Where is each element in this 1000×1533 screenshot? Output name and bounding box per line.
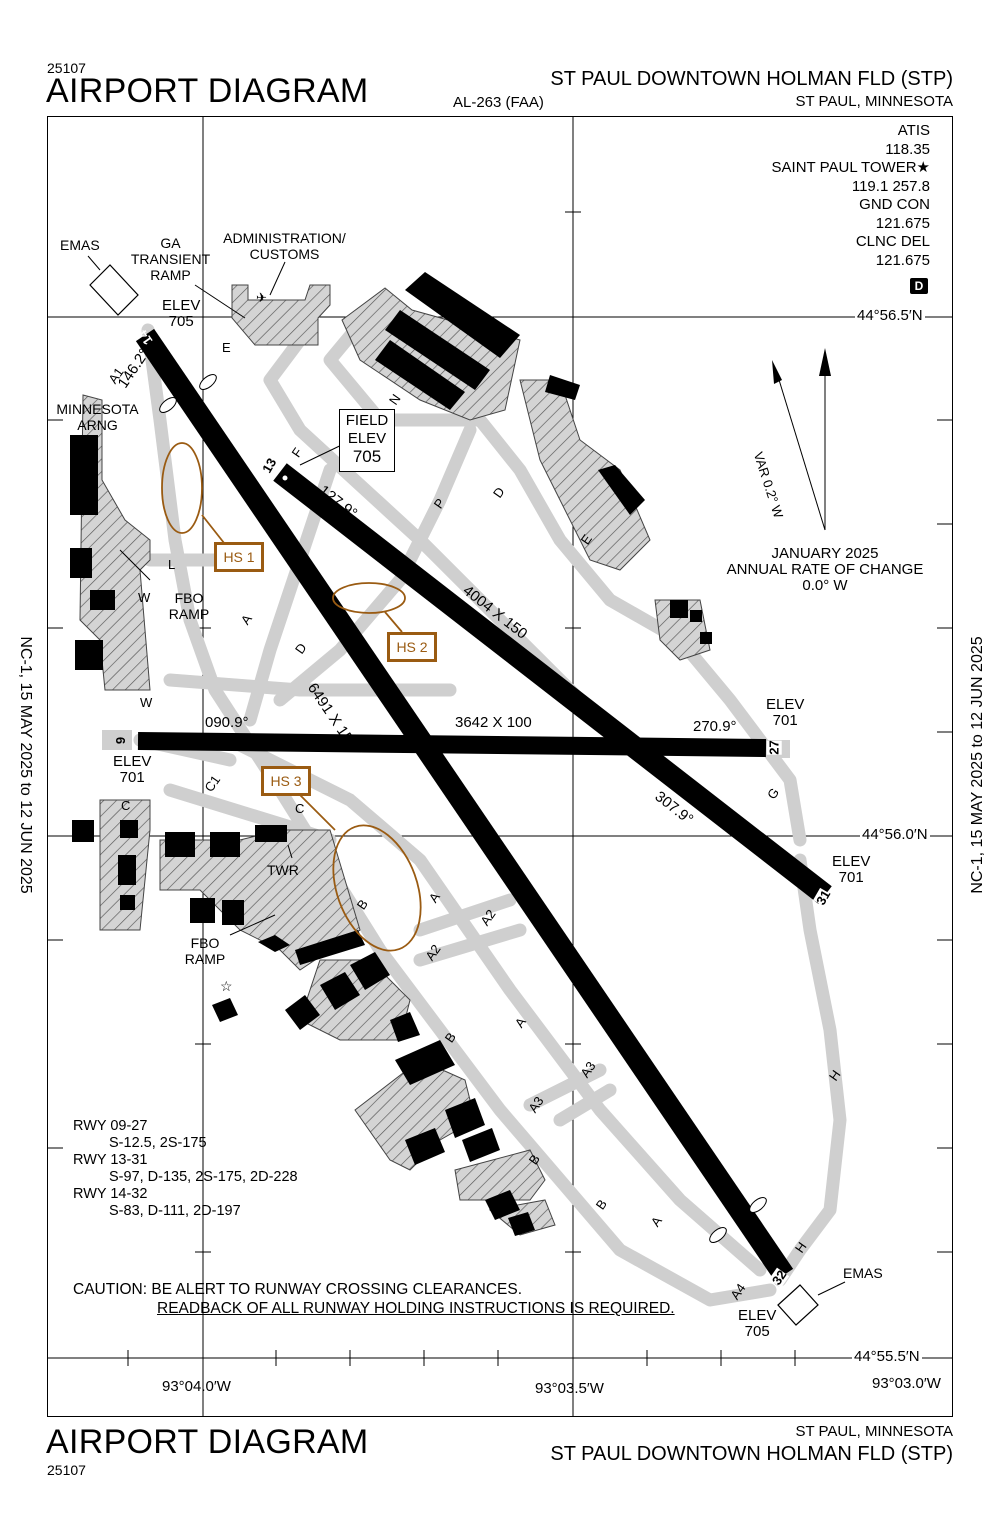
strength-rwy-13-31: RWY 13-31: [73, 1152, 148, 1168]
latitude-top: 44°56.5′N: [855, 307, 925, 324]
emas-label-south: EMAS: [843, 1265, 883, 1281]
diagram-frame: [47, 116, 953, 1417]
strength-data-09-27: S-12.5, 2S-175: [109, 1135, 207, 1151]
atis-label: ATIS: [897, 122, 930, 139]
field-elevation-box: FIELD ELEV 705: [339, 409, 395, 472]
taxiway-w-label-south: W: [140, 695, 153, 710]
clearance-label: CLNC DEL: [855, 233, 930, 250]
hot-spot-1-label: HS 1: [214, 542, 264, 572]
beacon-icon: ☆: [220, 978, 233, 994]
city-name: ST PAUL, MINNESOTA: [795, 93, 953, 110]
comms-block: ATIS 118.35 SAINT PAUL TOWER★ 119.1 257.…: [772, 122, 930, 270]
longitude-left: 93°04.0′W: [162, 1378, 231, 1395]
footer-title: AIRPORT DIAGRAM: [46, 1423, 369, 1461]
footer-city: ST PAUL, MINNESOTA: [795, 1423, 953, 1440]
strength-rwy-14-32: RWY 14-32: [73, 1186, 148, 1202]
runway-14-32: [135, 328, 794, 1282]
tower-frequency: 119.1 257.8: [851, 177, 930, 195]
atis-frequency: 118.35: [885, 140, 930, 158]
clearance-frequency: 121.675: [875, 251, 930, 269]
emas-label-north: EMAS: [60, 237, 100, 253]
latitude-mid: 44°56.0′N: [860, 826, 930, 843]
runway-strength-table: RWY 09-27 S-12.5, 2S-175 RWY 13-31 S-97,…: [73, 1118, 298, 1220]
ga-transient-ramp-label: GA TRANSIENT RAMP: [130, 235, 211, 283]
runway-27-heading: 270.9°: [693, 718, 737, 735]
ground-label: GND CON: [859, 196, 930, 213]
hot-spot-1-area: [161, 442, 203, 534]
graticule-ticks: [47, 211, 953, 1366]
runway-end-marks: [159, 374, 767, 1243]
variation-rate: 0.0° W: [802, 577, 848, 594]
taxiway-e-label: E: [222, 340, 231, 355]
runway-end-9: 9: [113, 736, 129, 745]
strength-rwy-09-27: RWY 09-27: [73, 1118, 148, 1134]
strength-data-13-31: S-97, D-135, 2S-175, 2D-228: [109, 1169, 298, 1185]
hot-spot-2-area: [332, 582, 406, 614]
longitude-mid: 93°03.5′W: [535, 1380, 604, 1397]
runway-9-heading: 090.9°: [205, 714, 249, 731]
ground-frequency: 121.675: [875, 214, 930, 232]
tower-label: TWR: [267, 862, 299, 878]
caution-line-1: CAUTION: BE ALERT TO RUNWAY CROSSING CLE…: [73, 1281, 523, 1298]
variation-date: JANUARY 2025: [771, 545, 879, 562]
airport-name: ST PAUL DOWNTOWN HOLMAN FLD (STP): [550, 68, 953, 90]
page-title: AIRPORT DIAGRAM: [46, 72, 369, 110]
runway-09-27-dims: 3642 X 100: [455, 714, 532, 731]
runway-9-blastpad: [102, 730, 132, 750]
taxiway-c-label-east: C: [295, 801, 305, 816]
hot-spot-3-area: [332, 824, 422, 952]
runway-end-27: 27: [766, 740, 782, 755]
runway-13-31: [273, 463, 832, 904]
variation-rate-label: ANNUAL RATE OF CHANGE: [726, 561, 924, 578]
taxiway-c-label-west: C: [121, 798, 131, 813]
buildings: [70, 272, 712, 1236]
chart-number: 25107: [47, 60, 86, 76]
footer-airport-name: ST PAUL DOWNTOWN HOLMAN FLD (STP): [550, 1443, 953, 1465]
latitude-bottom: 44°55.5′N: [852, 1348, 922, 1365]
north-arrows: [772, 348, 831, 531]
aircraft-icon: ✈: [256, 290, 267, 305]
hot-spot-2-label: HS 2: [387, 632, 437, 662]
hot-spot-3-label: HS 3: [261, 766, 311, 796]
longitude-right: 93°03.0′W: [872, 1375, 941, 1392]
apron-areas: [79, 284, 711, 1236]
taxiway-w-label-north: W: [138, 590, 151, 605]
runway-09-27: [137, 732, 767, 757]
minnesota-arng-label: MINNESOTA ARNG: [56, 401, 139, 433]
runways: [102, 328, 832, 1282]
caution-line-2: READBACK OF ALL RUNWAY HOLDING INSTRUCTI…: [157, 1300, 675, 1317]
fbo-ramp-label-south: FBO RAMP: [184, 935, 226, 967]
administration-customs-label: ADMINISTRATION/ CUSTOMS: [223, 230, 346, 262]
doc-code: AL-263 (FAA): [453, 94, 544, 111]
footer-chart-number: 25107: [47, 1462, 86, 1478]
taxiway-l-label: L: [168, 557, 176, 572]
emas-areas: [89, 264, 819, 1326]
variation-block: JANUARY 2025 ANNUAL RATE OF CHANGE 0.0° …: [720, 546, 930, 594]
d-atis-badge: D: [910, 278, 928, 294]
fbo-ramp-label-north: FBO RAMP: [168, 590, 210, 622]
tower-label: SAINT PAUL TOWER★: [771, 159, 930, 176]
strength-data-14-32: S-83, D-111, 2D-197: [109, 1203, 241, 1219]
